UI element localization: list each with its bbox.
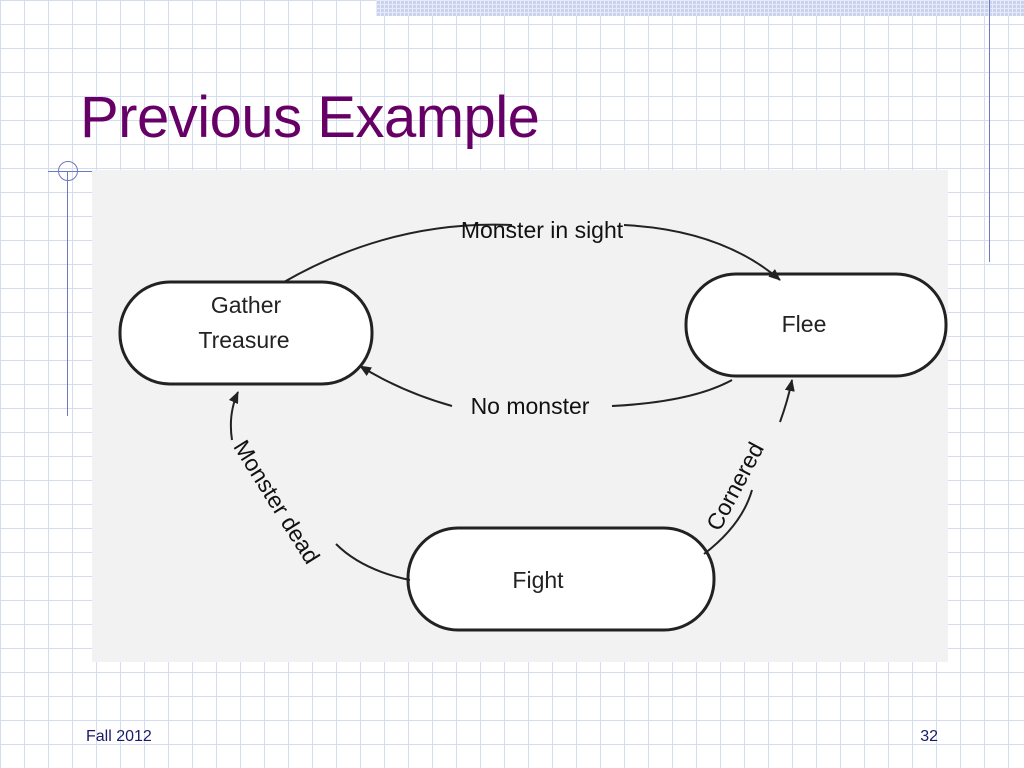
no-monster-label: No monster	[471, 393, 590, 419]
fight-label: Fight	[512, 567, 564, 593]
gather-treasure-label-line2: Treasure	[198, 327, 289, 353]
state-diagram-scan: Gather Treasure Flee Fight Monster in si…	[92, 170, 948, 662]
flee-label: Flee	[782, 311, 827, 337]
no-monster-arrow	[360, 366, 733, 407]
monster-dead-arrow	[231, 392, 411, 581]
monster-dead-label: Monster dead	[228, 435, 325, 568]
monster-in-sight-arrow	[283, 223, 780, 282]
left-decor-rule	[67, 171, 68, 416]
cornered-label: Cornered	[701, 438, 769, 535]
slide-title: Previous Example	[80, 85, 540, 150]
cornered-arrow	[703, 380, 792, 555]
monster-in-sight-label: Monster in sight	[461, 217, 624, 243]
flee-state	[684, 272, 948, 378]
slide-number: 32	[920, 728, 938, 745]
state-diagram-svg: Gather Treasure Flee Fight Monster in si…	[118, 217, 948, 632]
crosshair-icon	[58, 161, 78, 181]
top-decor-band	[376, 0, 1024, 16]
right-decor-rule	[989, 0, 990, 262]
gather-treasure-label-line1: Gather	[211, 292, 282, 318]
footer-date: Fall 2012	[86, 728, 152, 745]
